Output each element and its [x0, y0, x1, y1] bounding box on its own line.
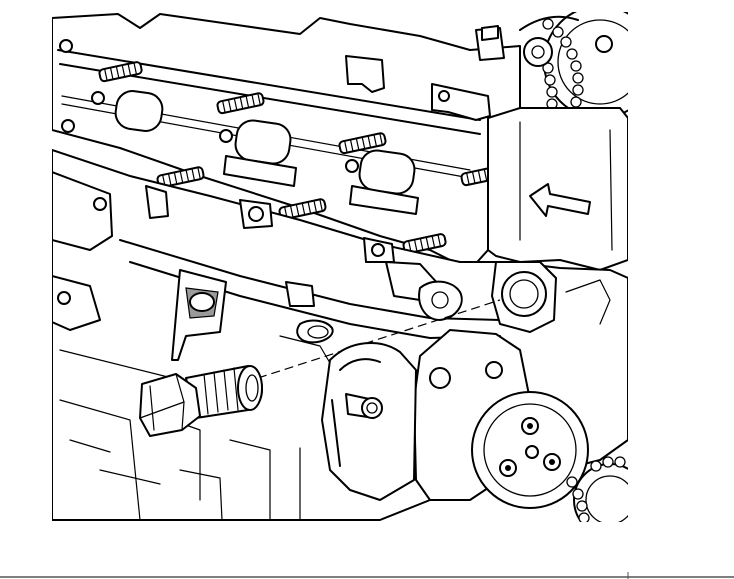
sensor-port: [418, 261, 611, 333]
crankshaft-sprocket: [471, 391, 589, 509]
oil-pressure-sensor: [139, 365, 263, 437]
footer-rule: [0, 572, 734, 579]
manifold-studs: [98, 61, 493, 255]
alignment-line: [257, 299, 501, 379]
front-direction-arrow-icon: [529, 183, 591, 217]
exhaust-ports: [59, 39, 419, 215]
front-cover: [487, 107, 628, 271]
timing-chain-upper: [519, 12, 628, 119]
timing-chain-lower: [566, 456, 628, 522]
